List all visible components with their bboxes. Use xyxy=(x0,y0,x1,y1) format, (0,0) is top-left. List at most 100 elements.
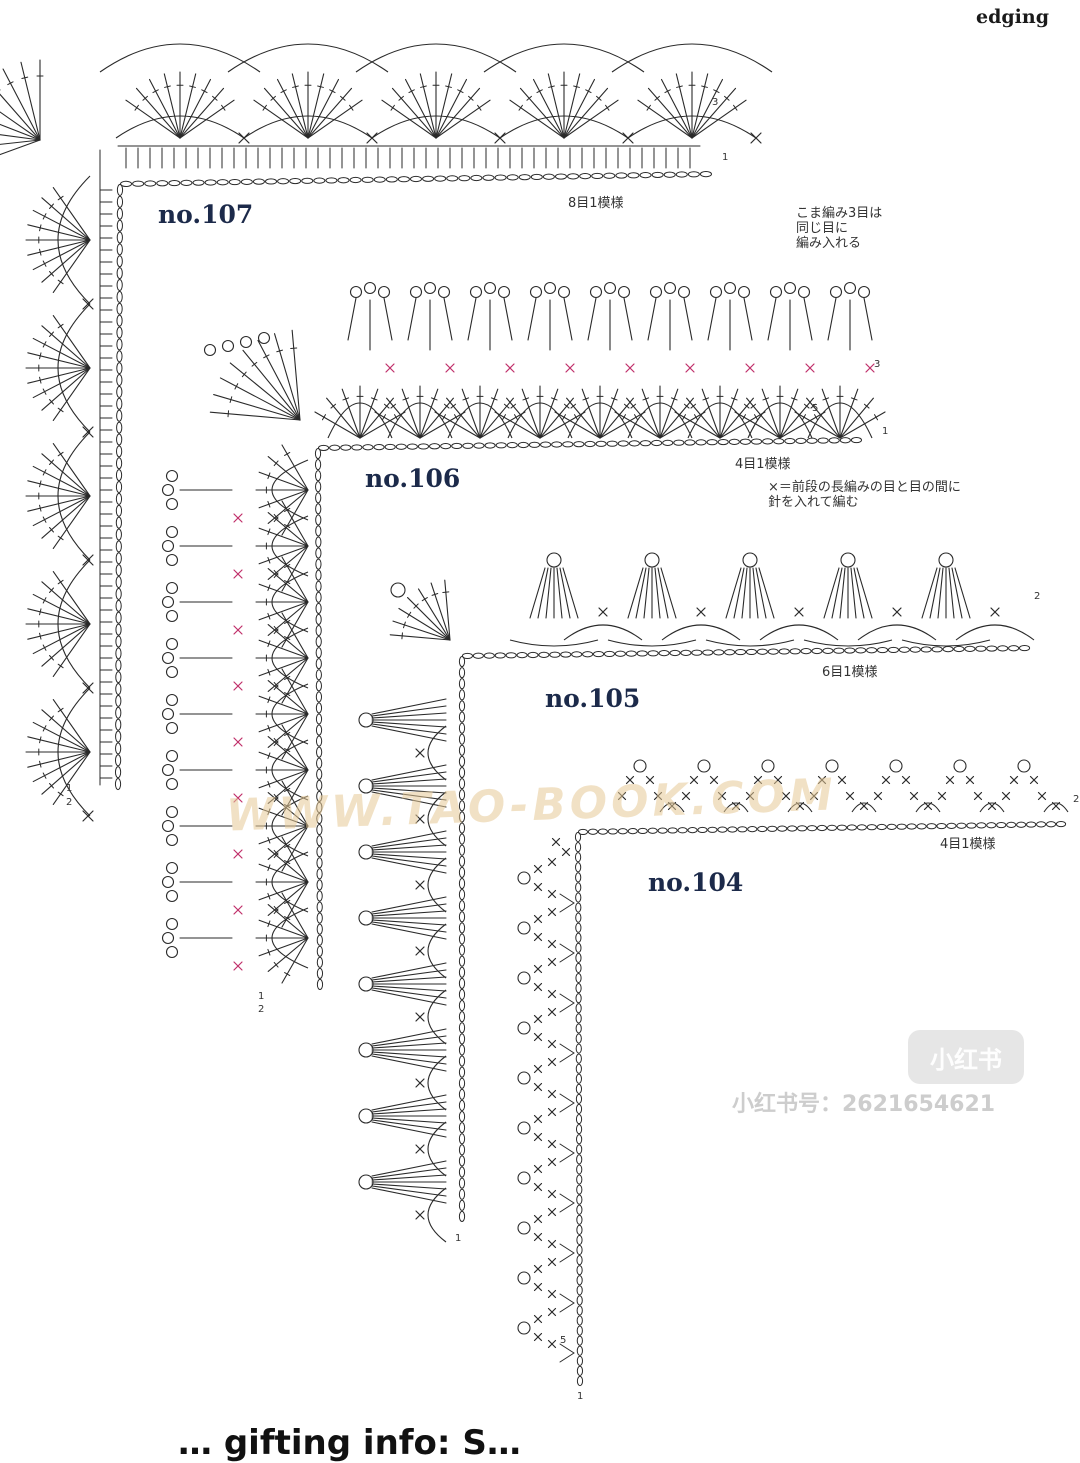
double-crochet-stitch xyxy=(372,1168,446,1178)
picot-stitch xyxy=(739,287,750,298)
chain-stitch xyxy=(116,541,121,552)
chain-stitch xyxy=(316,614,321,624)
fan-stitch xyxy=(282,613,308,658)
chain-stitch xyxy=(707,440,717,445)
pattern-105-repeat: 6目1模様 xyxy=(822,666,878,679)
chain-stitch xyxy=(576,1004,581,1013)
chain-stitch xyxy=(317,902,322,912)
chain-stitch xyxy=(583,652,593,657)
picot-stitch xyxy=(845,283,856,294)
chain-stitch xyxy=(385,444,395,449)
chain-stitch xyxy=(696,440,706,445)
fan-stitch xyxy=(40,761,41,767)
corner-fan-stitch xyxy=(0,80,40,140)
chain-stitch xyxy=(217,180,228,185)
chain-stitch xyxy=(577,1215,582,1224)
picot-stitch xyxy=(518,1322,530,1334)
chain-stitch xyxy=(459,723,464,733)
pattern-106-side-row-2: 2 xyxy=(258,1005,264,1015)
double-crochet-stitch xyxy=(384,298,392,340)
pattern-104-row-2: 2 xyxy=(1073,795,1079,805)
chain-stitch xyxy=(116,470,121,481)
pattern-104-repeat: 4目1模様 xyxy=(940,838,996,851)
picot-stitch xyxy=(359,911,373,925)
chain-stitch xyxy=(459,912,464,922)
chain-stitch xyxy=(117,279,122,290)
pattern-107-label: no.107 xyxy=(158,202,253,227)
user-id: 小红书号：2621654621 xyxy=(732,1094,995,1116)
chain-link xyxy=(560,1244,574,1253)
chain-arc xyxy=(852,803,876,812)
chain-stitch xyxy=(317,891,322,901)
badge-text: 小红书 xyxy=(930,1040,1002,1075)
double-crochet-stitch xyxy=(372,1161,446,1176)
chain-stitch xyxy=(618,829,627,834)
double-crochet-stitch xyxy=(372,1043,446,1048)
double-crochet-stitch xyxy=(564,298,572,340)
chain-stitch xyxy=(797,826,806,831)
chain-stitch xyxy=(529,442,539,447)
picot-stitch xyxy=(743,553,757,567)
chain-link xyxy=(560,1153,574,1162)
chain-stitch xyxy=(801,649,811,654)
pattern-104-label: no.104 xyxy=(648,870,743,895)
chain-arc xyxy=(484,44,644,72)
chain-stitch xyxy=(659,651,669,656)
double-crochet-stitch xyxy=(372,1109,446,1114)
chain-stitch xyxy=(965,646,975,651)
chain-stitch xyxy=(459,745,464,755)
picot-stitch xyxy=(241,337,252,348)
chain-stitch xyxy=(496,443,506,448)
chain-stitch xyxy=(317,946,322,956)
chain-stitch xyxy=(386,177,397,182)
chain-arc xyxy=(916,803,940,812)
chain-stitch xyxy=(576,873,581,882)
chain-stitch xyxy=(577,1145,582,1154)
chain-stitch xyxy=(116,707,121,718)
picot-stitch xyxy=(547,553,561,567)
chain-stitch xyxy=(463,443,473,448)
pattern-107-repeat: 8目1模様 xyxy=(568,197,624,210)
chain-stitch xyxy=(116,719,121,730)
chain-stitch xyxy=(577,1235,582,1244)
chain-stitch xyxy=(943,647,953,652)
chain-stitch xyxy=(316,637,321,647)
chain-stitch xyxy=(937,823,946,828)
chain-stitch xyxy=(316,559,321,569)
fan-stitch xyxy=(40,225,41,231)
corner-fan-stitch xyxy=(402,633,403,639)
chain-stitch xyxy=(577,1185,582,1194)
chain-stitch xyxy=(374,177,385,182)
chain-stitch xyxy=(474,443,484,448)
chain-stitch xyxy=(485,443,495,448)
chain-stitch xyxy=(576,984,581,993)
picot-stitch xyxy=(651,287,662,298)
chain-arc xyxy=(608,640,696,646)
chain-arc xyxy=(662,625,740,640)
chain-stitch xyxy=(459,1067,464,1077)
chain-link xyxy=(560,1144,574,1153)
pattern-106-repeat: 4目1模様 xyxy=(735,458,791,471)
chain-stitch xyxy=(317,968,322,978)
fan-stitch xyxy=(282,714,308,759)
pattern-107-side-row-2: 2 xyxy=(66,798,72,808)
chain-stitch xyxy=(116,695,121,706)
chain-stitch xyxy=(555,174,566,179)
chain-arc xyxy=(956,625,1034,640)
chain-stitch xyxy=(577,1346,582,1355)
chain-stitch xyxy=(117,422,122,433)
double-crochet-stitch xyxy=(444,298,452,340)
chain-stitch xyxy=(576,994,581,1003)
fan-stitch xyxy=(268,457,308,490)
corner-fan-stitch xyxy=(419,589,450,640)
chain-stitch xyxy=(812,648,822,653)
chain-stitch xyxy=(576,913,581,922)
chain-stitch xyxy=(117,398,122,409)
picot-stitch xyxy=(545,283,556,294)
picot-stitch xyxy=(711,287,722,298)
chain-stitch xyxy=(116,505,121,516)
picot-stitch xyxy=(439,287,450,298)
chain-stitch xyxy=(751,439,761,444)
chain-stitch xyxy=(117,386,122,397)
chain-stitch xyxy=(316,714,321,724)
